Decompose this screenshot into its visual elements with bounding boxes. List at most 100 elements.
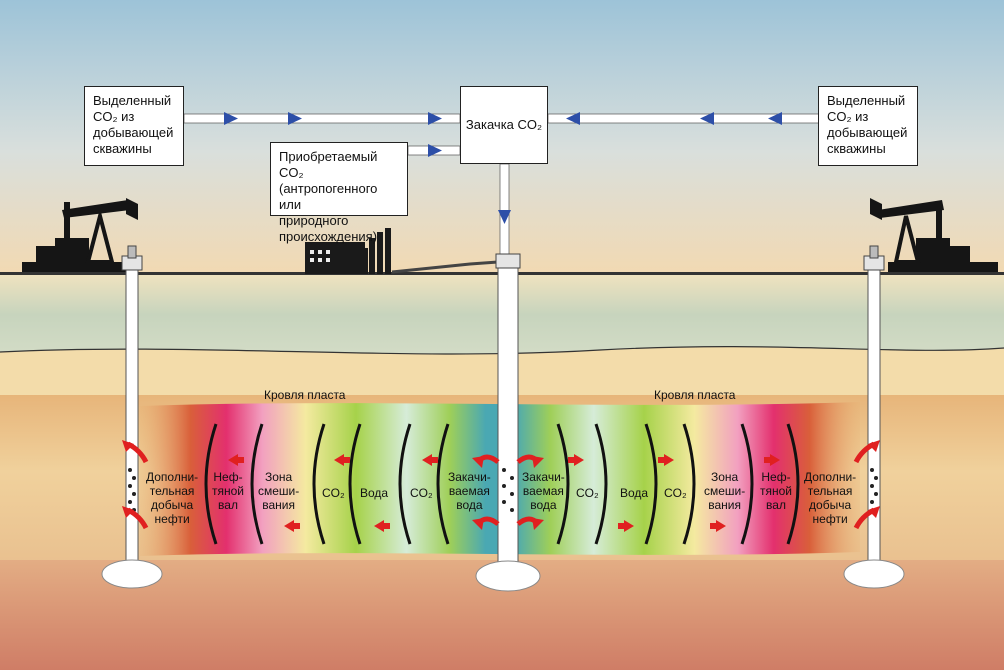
purchased-co2-box: Приобретаемый CO₂ (антропогенного или пр… (270, 142, 408, 244)
zone-oil-bank-right: Неф- тяной вал (760, 470, 792, 512)
zone-text: добыча (809, 498, 852, 512)
displacement-front-arc-icon (204, 423, 218, 545)
perforations (128, 468, 878, 512)
factory-icon (305, 228, 499, 274)
zone-text: вал (766, 498, 786, 512)
displacement-front-arc-icon (436, 423, 450, 545)
layer-boundary (0, 346, 1004, 355)
zone-text: CO₂ (664, 486, 687, 500)
zone-text: добыча (151, 498, 194, 512)
reservoir-roof-label-right: Кровля пласта (654, 388, 736, 402)
blue-flow-arrow-icon (428, 112, 442, 125)
zone-text: вания (262, 498, 295, 512)
blue-flow-arrow-icon (700, 112, 714, 125)
displacement-front-arc-icon (250, 423, 264, 545)
box-line: скважины (93, 141, 152, 156)
well-bottom (101, 559, 163, 589)
zone-text: Неф- (761, 470, 791, 484)
zone-co2-right-a: CO₂ (576, 486, 599, 500)
red-displacement-arrow-icon (422, 454, 438, 466)
blue-flow-arrow-icon (768, 112, 782, 125)
zone-text: Зона (265, 470, 293, 484)
zone-text: тяной (760, 484, 792, 498)
displacement-front-arc-icon (556, 423, 570, 545)
wellhead-icon (863, 245, 885, 271)
box-line: скважины (827, 141, 886, 156)
wellhead-icon (121, 245, 143, 271)
displacement-front-arc-icon (312, 423, 326, 545)
zone-mixing-right: Зона смеши- вания (704, 470, 745, 512)
zone-text: нефти (154, 512, 190, 526)
injection-label: Закачка CO₂ (465, 117, 543, 132)
box-line: Приобретаемый CO₂ (279, 149, 378, 180)
zone-mixing-left: Зона смеши- вания (258, 470, 299, 512)
blue-flow-arrow-icon (428, 144, 442, 157)
zone-oil-bank-left: Неф- тяной вал (212, 470, 244, 512)
zone-co2-left-b: CO₂ (410, 486, 433, 500)
zone-text: ваемая (522, 484, 564, 498)
box-line: (антропогенного или (279, 181, 378, 212)
zone-text: CO₂ (322, 486, 345, 500)
zone-text: Вода (620, 486, 649, 500)
zone-text: смеши- (704, 484, 746, 498)
well-bottom (843, 559, 905, 589)
separated-co2-box-right: Выделенный CO₂ из добывающей скважины (818, 86, 918, 166)
red-displacement-arrow-icon (618, 520, 634, 532)
displacement-front-arc-icon (398, 423, 412, 545)
red-displacement-arrow-icon (658, 454, 674, 466)
zone-text: Дополни- (804, 470, 857, 484)
zone-water-left: Вода (360, 486, 388, 500)
co2-injection-box: Закачка CO₂ (460, 86, 548, 164)
red-displacement-arrow-icon (710, 520, 726, 532)
flow-arrows (224, 112, 782, 224)
blue-flow-arrow-icon (498, 210, 511, 224)
zone-text: тельная (807, 484, 853, 498)
box-line: Выделенный (827, 93, 906, 108)
well-left (101, 245, 163, 589)
box-line: добывающей (827, 125, 908, 140)
zone-text: Закачи- (448, 470, 491, 484)
zone-text: Вода (360, 486, 389, 500)
well-arrow-heads (122, 440, 880, 530)
pumpjack-icon (870, 198, 998, 272)
zone-text: вода (456, 498, 483, 512)
reservoir-roof-label-left: Кровля пласта (264, 388, 346, 402)
zone-co2-right-b: CO₂ (664, 486, 687, 500)
zone-extra-oil-right: Дополни- тельная добыча нефти (804, 470, 856, 526)
zone-text: ваемая (448, 484, 490, 498)
blue-flow-arrow-icon (224, 112, 238, 125)
wellhead-icon (495, 253, 521, 269)
zone-text: тельная (149, 484, 195, 498)
box-line: добывающей (93, 125, 174, 140)
displacement-front-arc-icon (786, 423, 800, 545)
well-bottom (475, 560, 541, 592)
displacement-front-arc-icon (594, 423, 608, 545)
zone-text: тяной (212, 484, 244, 498)
zone-text: вал (218, 498, 238, 512)
red-displacement-arrow-icon (284, 520, 300, 532)
blue-flow-arrow-icon (566, 112, 580, 125)
zone-text: CO₂ (410, 486, 433, 500)
displacement-front-arc-icon (740, 423, 754, 545)
red-displacement-arrow-icon (374, 520, 390, 532)
pumpjack-icon (22, 198, 138, 272)
zone-extra-oil-left: Дополни- тельная добыча нефти (146, 470, 198, 526)
displacement-fronts (204, 423, 800, 545)
zone-text: смеши- (258, 484, 300, 498)
displacement-front-arc-icon (682, 423, 696, 545)
box-line: CO₂ из (827, 109, 869, 124)
zone-text: Зона (711, 470, 739, 484)
zone-water-right: Вода (620, 486, 648, 500)
well-center (475, 253, 541, 592)
box-line: происхождения) (279, 229, 378, 244)
box-line: природного (279, 213, 349, 228)
red-displacement-arrow-icon (568, 454, 584, 466)
red-arrows (228, 454, 780, 532)
well-right (843, 245, 905, 589)
zone-text: Неф- (213, 470, 243, 484)
red-displacement-arrow-icon (228, 454, 244, 466)
zone-text: вода (530, 498, 557, 512)
box-line: Выделенный (93, 93, 172, 108)
